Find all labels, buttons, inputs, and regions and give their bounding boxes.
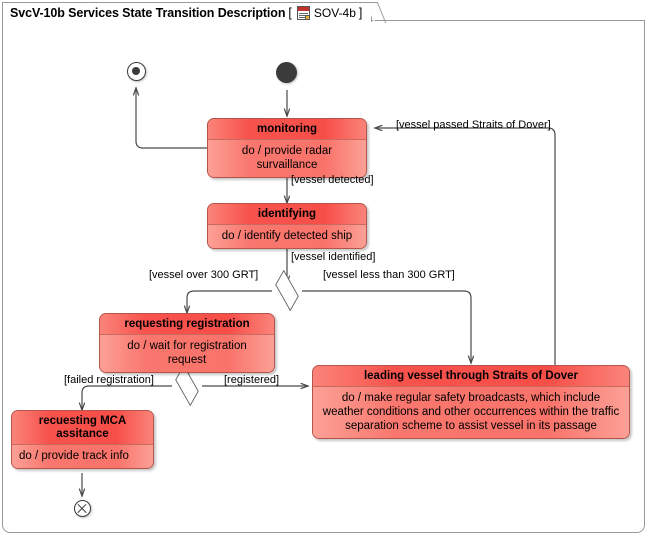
final-state-node	[127, 62, 146, 81]
page-title: SvcV-10b Services State Transition Descr…	[10, 5, 286, 20]
wire-leading-vessel-to-monitoring	[375, 128, 556, 366]
guard-vessel-passed-straits-of-dover: [vessel passed Straits of Dover]	[396, 119, 551, 131]
terminate-node	[74, 500, 91, 517]
state-name: requesting registration	[100, 314, 274, 335]
bracket-open: [	[288, 5, 292, 20]
bracket-close: ]	[358, 5, 363, 20]
state-name: monitoring	[208, 119, 366, 140]
state-requesting-mca[interactable]: recuesting MCA assitance do / provide tr…	[11, 410, 154, 469]
document-icon-band	[297, 6, 309, 11]
state-name: leading vessel through Straits of Dover	[313, 366, 629, 387]
document-icon	[296, 5, 310, 20]
guard-vessel-less-than-300-grt: [vessel less than 300 GRT]	[323, 269, 455, 281]
document-icon-line	[298, 14, 308, 16]
guard-registered: [registered]	[224, 374, 280, 386]
state-activity: do / wait for registration request	[100, 335, 274, 372]
state-identifying[interactable]: identifying do / identify detected ship	[207, 203, 367, 249]
document-icon-line	[298, 16, 308, 18]
initial-state-node	[276, 62, 297, 83]
state-activity: do / identify detected ship	[208, 225, 366, 248]
state-leading-vessel[interactable]: leading vessel through Straits of Dover …	[312, 365, 630, 439]
state-requesting-registration[interactable]: requesting registration do / wait for re…	[99, 313, 275, 373]
decision-node-grt	[272, 269, 302, 314]
wire-monitoring-to-final	[136, 88, 207, 149]
document-icon-line	[298, 12, 308, 14]
guard-vessel-over-300-grt: [vessel over 300 GRT]	[149, 269, 259, 281]
state-activity: do / make regular safety broadcasts, whi…	[313, 387, 629, 438]
wire-decision-to-requesting-mca	[82, 385, 172, 410]
guard-vessel-detected: [vessel detected]	[291, 174, 374, 186]
state-activity: do / provide radar survaillance	[208, 140, 366, 177]
guard-vessel-identified: [vessel identified]	[291, 251, 376, 263]
wire-decision-to-requesting-registration	[187, 290, 272, 313]
diagram-title-tab[interactable]: SvcV-10b Services State Transition Descr…	[2, 2, 373, 22]
guard-failed-registration: [failed registration]	[64, 374, 154, 386]
document-icon-corner	[304, 14, 310, 20]
state-name: recuesting MCA assitance	[12, 411, 153, 445]
state-monitoring[interactable]: monitoring do / provide radar survaillan…	[207, 118, 367, 178]
decision-node-registration	[172, 364, 202, 409]
state-name: identifying	[208, 204, 366, 225]
diagram-reference: SOV-4b	[313, 5, 356, 20]
wire-decision-to-leading-vessel	[302, 290, 471, 363]
state-activity: do / provide track info	[12, 445, 153, 468]
